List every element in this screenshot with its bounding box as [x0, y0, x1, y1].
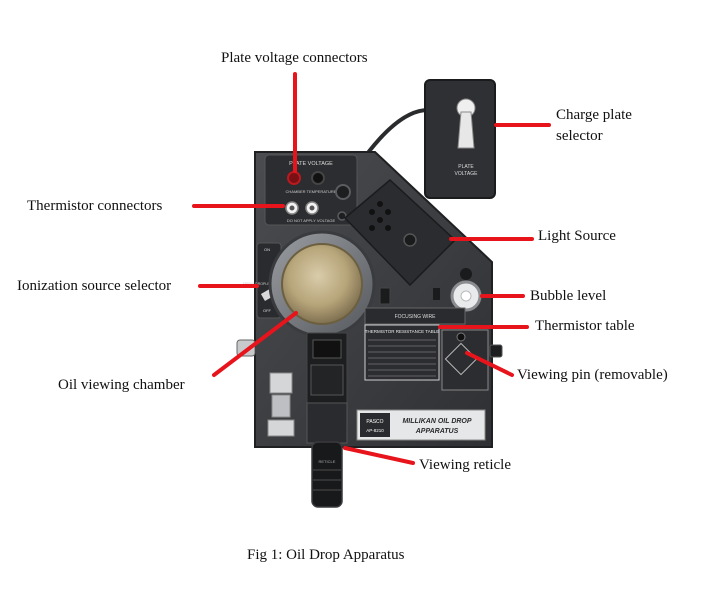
black-connector-icon: [311, 171, 325, 185]
nameplate-title-1: MILLIKAN OIL DROP: [402, 418, 471, 425]
label-charge-plate-line2: selector: [556, 128, 603, 144]
label-light-source: Light Source: [538, 228, 616, 244]
ionization-on-text: ON: [264, 247, 270, 252]
leader-viewing-pin: [465, 351, 514, 377]
leader-viewing-reticle: [343, 446, 415, 465]
thermistor-table-rows: [368, 339, 436, 377]
thermistor-temp-text: CHAMBER TEMPERATURE: [286, 189, 337, 194]
viewing-reticle-tube: [311, 441, 343, 508]
model-text: AP-8210: [366, 428, 384, 433]
ionization-off-text: OFF: [263, 308, 272, 313]
eyepiece-block: [306, 402, 348, 444]
label-viewing-pin: Viewing pin (removable): [517, 367, 668, 383]
box-label-2: VOLTAGE: [455, 171, 479, 177]
figure-caption: Fig 1: Oil Drop Apparatus: [247, 547, 405, 563]
oil-chamber-icon: [281, 243, 363, 325]
light-source-vent-icon: [369, 201, 391, 231]
charge-plate-knob-icon: [457, 111, 475, 149]
label-thermistor-table: Thermistor table: [535, 318, 635, 334]
leader-lines: [192, 72, 551, 465]
label-bubble-level: Bubble level: [530, 288, 607, 304]
leader-oil-chamber: [212, 311, 298, 377]
label-charge-plate-line1: Charge plate: [556, 107, 632, 123]
label-viewing-reticle: Viewing reticle: [419, 457, 511, 473]
label-oil-viewing-chamber: Oil viewing chamber: [58, 377, 185, 393]
label-thermistor-connectors: Thermistor connectors: [27, 198, 163, 214]
box-label-1: PLATE: [458, 164, 474, 170]
do-not-apply-text: DO NOT APPLY VOLTAGE: [287, 218, 336, 223]
brand-text: PASCO: [366, 419, 383, 425]
thermistor-table-panel: [364, 324, 440, 381]
plate-voltage-title: PLATE VOLTAGE: [289, 161, 333, 167]
viewing-pin-icon: [456, 332, 466, 342]
reticle-text: RETICLE: [319, 459, 336, 464]
thermistor-table-title: THERMISTOR RESISTANCE TABLE: [365, 329, 439, 334]
focusing-wire-text: FOCUSING WIRE: [395, 314, 436, 320]
focusing-wire-panel: [364, 307, 466, 325]
red-connector-icon: [287, 171, 301, 185]
label-ionization-source-selector: Ionization source selector: [17, 278, 172, 294]
ionization-spray-text: SPRAY DROPLET POSITION: [243, 282, 290, 286]
nameplate-title-2: APPARATUS: [415, 428, 459, 435]
label-plate-voltage-connectors: Plate voltage connectors: [221, 50, 368, 66]
